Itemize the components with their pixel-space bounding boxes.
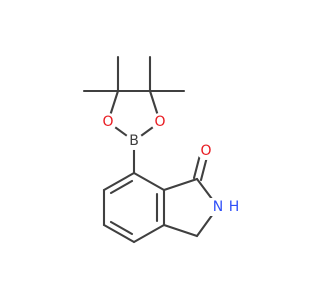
- atom-bg-o-right: [151, 113, 169, 131]
- bond-c7a-c7: [132, 171, 166, 192]
- bond-c7a-c1: [162, 177, 199, 192]
- atom-label-hydrogen: H: [229, 199, 240, 215]
- atom-label-oxygen-left: O: [102, 114, 113, 130]
- molecule-structure-diagram: B O O O N H: [82, 55, 244, 244]
- atom-bg-o-left: [99, 113, 117, 131]
- atom-label-boron: B: [129, 133, 139, 149]
- bond-c4-c3a: [132, 223, 166, 244]
- atom-bg-o-carbonyl: [197, 142, 215, 160]
- atom-bg-nh: [210, 198, 244, 216]
- bond-aromatic-inner-1: [109, 179, 134, 195]
- atom-bg-b: [125, 132, 143, 150]
- atom-label-layer: B O O O N H: [99, 113, 244, 216]
- bond-layer: [82, 55, 220, 244]
- bond-c5-c4: [102, 223, 136, 244]
- bond-c3-c3a: [162, 223, 199, 238]
- bond-c7-c6: [102, 171, 136, 192]
- atom-label-nitrogen: N: [213, 199, 223, 215]
- bond-aromatic-inner-2: [109, 220, 134, 236]
- atom-label-oxygen-carbonyl: O: [200, 143, 211, 159]
- atom-label-oxygen-right: O: [154, 114, 165, 130]
